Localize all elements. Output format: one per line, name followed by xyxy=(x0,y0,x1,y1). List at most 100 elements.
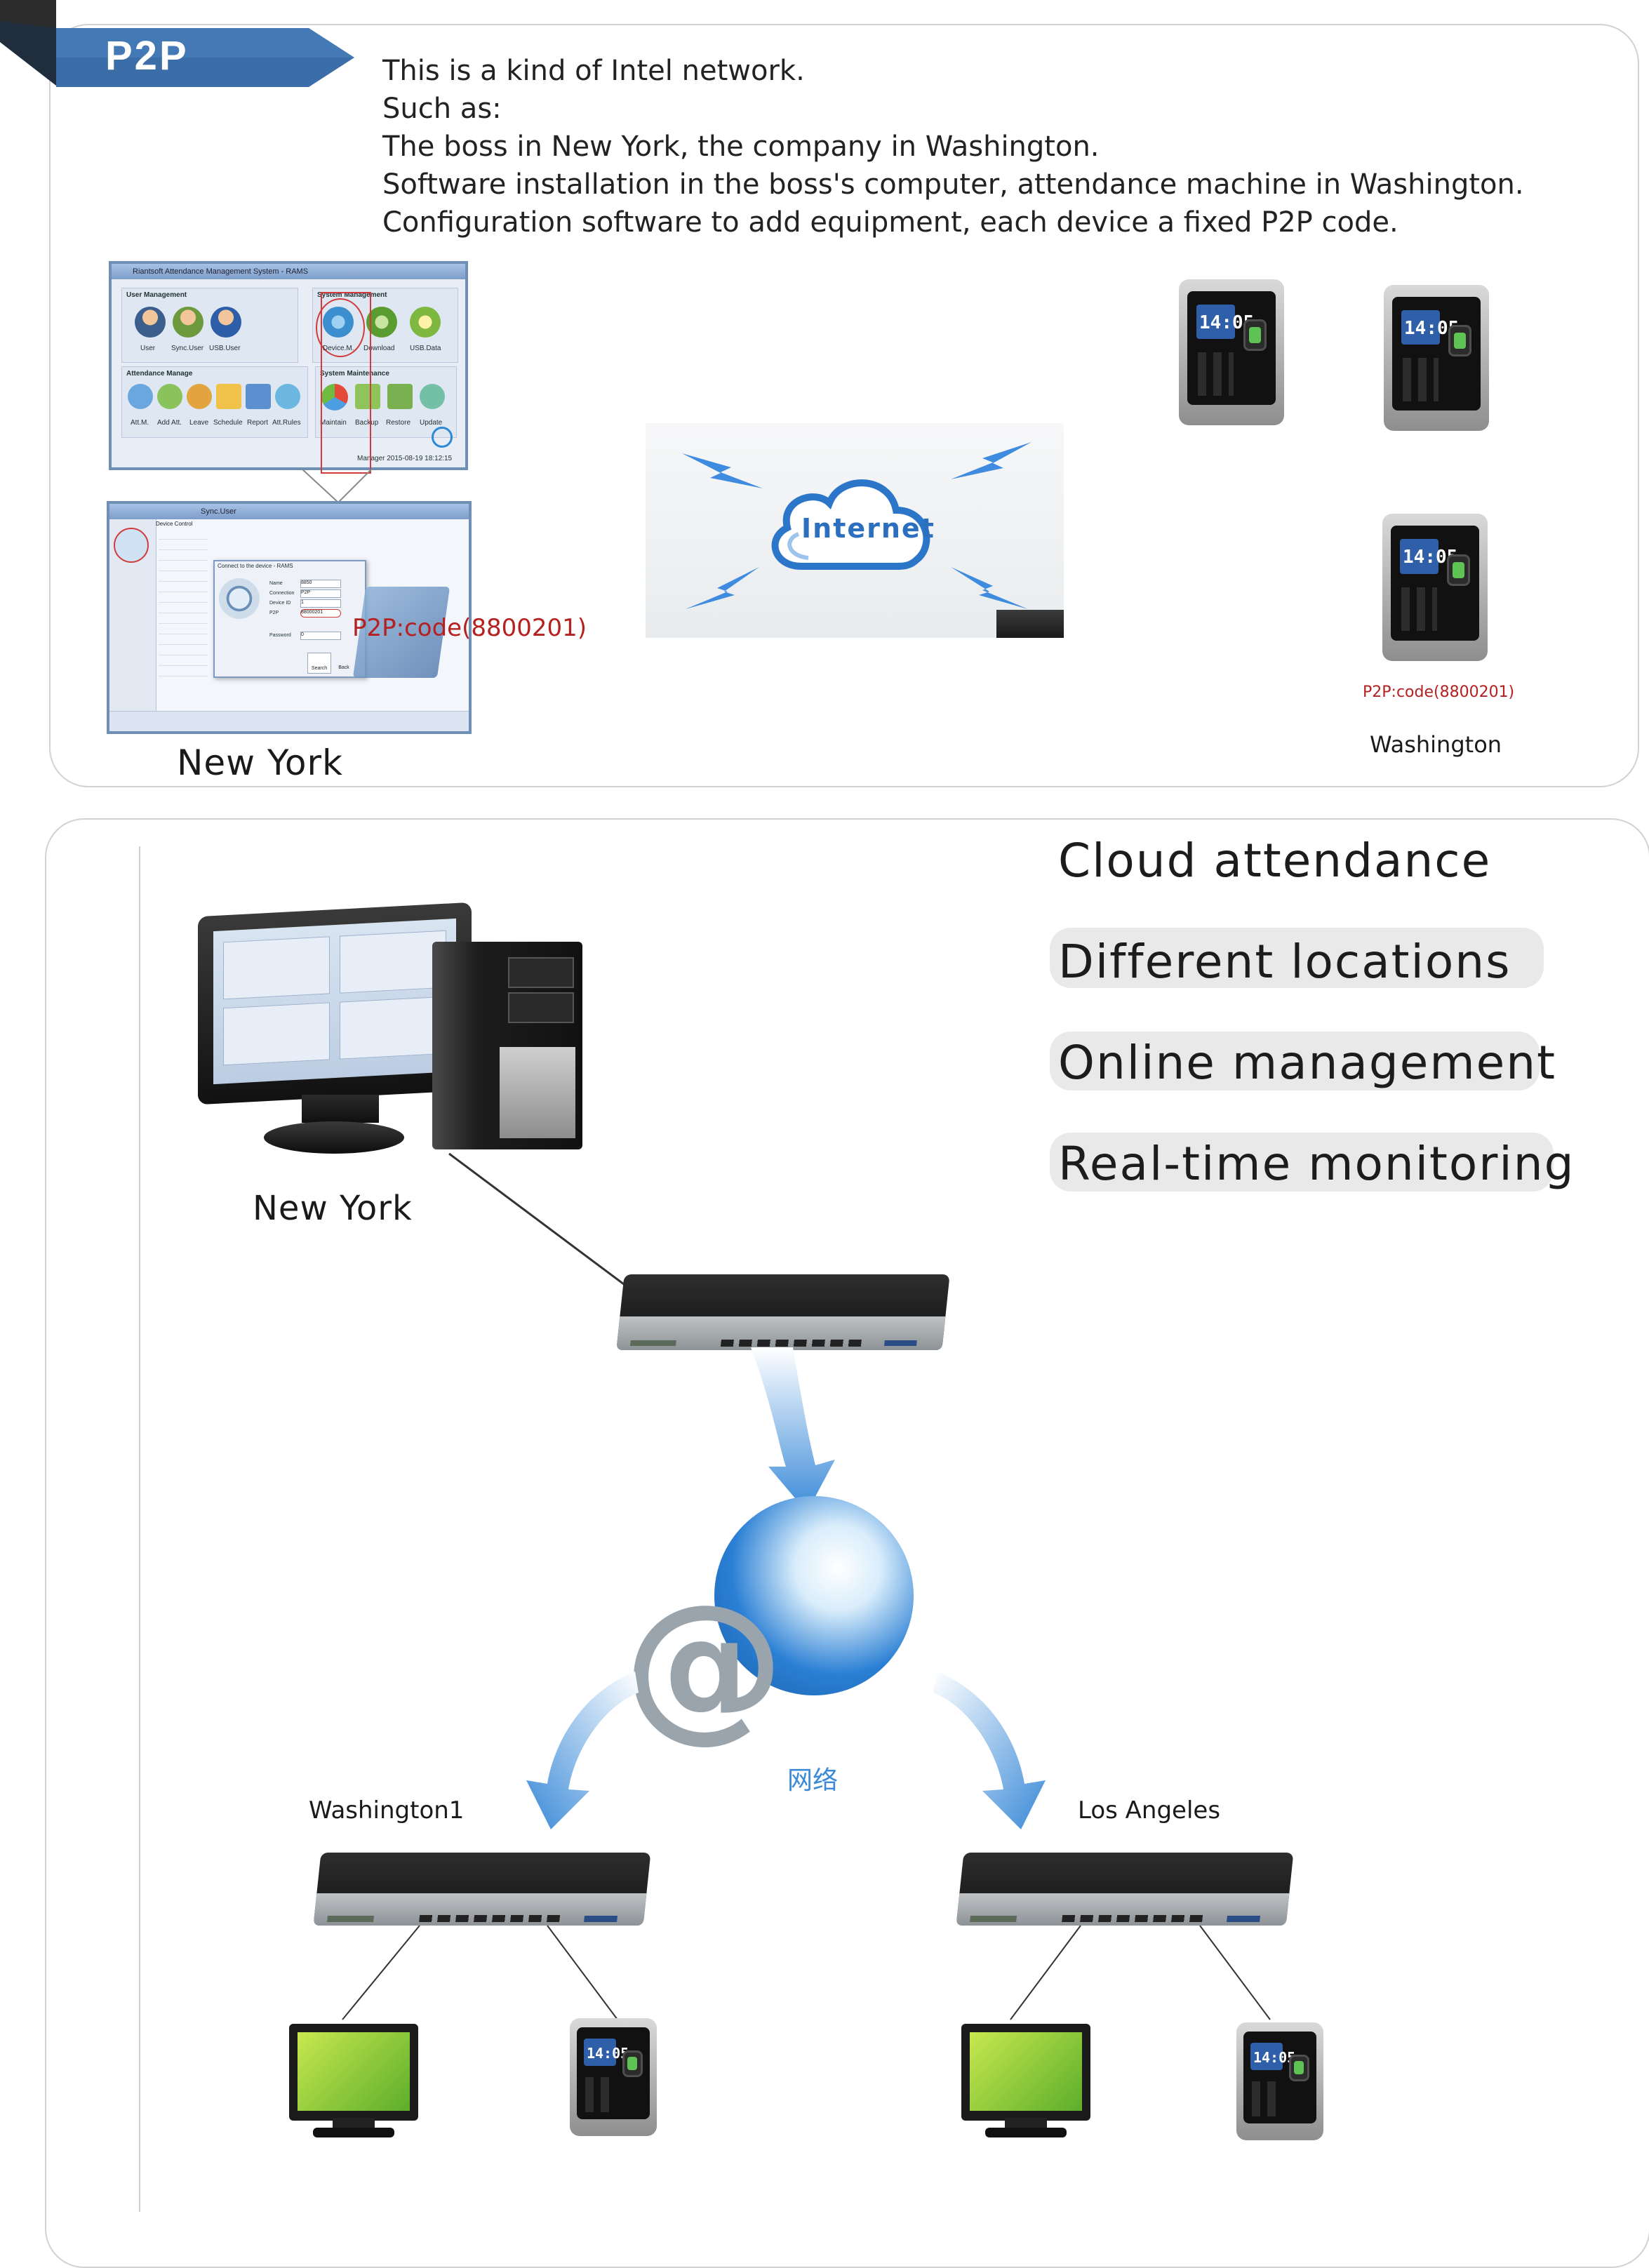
lightning-icon xyxy=(682,453,763,488)
lightning-icon xyxy=(686,567,759,609)
device-time: 14:05 xyxy=(1253,2048,1296,2066)
icon-label: Backup xyxy=(355,419,379,427)
central-router xyxy=(616,1274,950,1350)
password-field[interactable]: 0 xyxy=(300,632,341,640)
search-button[interactable]: Search xyxy=(307,653,331,674)
monitor-base xyxy=(313,2128,394,2137)
feature-different-locations: Different locations xyxy=(1058,935,1511,989)
globe-icon xyxy=(714,1496,914,1695)
arrow-right xyxy=(933,1672,1046,1829)
arrow-down xyxy=(751,1347,835,1512)
icon-label: Add Att. xyxy=(157,419,182,427)
monitor-stand xyxy=(1005,2118,1047,2129)
intro-line: Configuration software to add equipment,… xyxy=(382,206,1398,239)
p2p-field[interactable]: 88000201 xyxy=(300,609,341,618)
connection-field[interactable]: P2P xyxy=(300,589,341,598)
field-label: Connection xyxy=(269,591,295,596)
feature-online-management: Online management xyxy=(1058,1036,1556,1090)
icon-label: Sync.User xyxy=(171,345,204,352)
att-rules-icon[interactable] xyxy=(275,384,300,409)
maintain-icon[interactable] xyxy=(321,384,348,411)
sync-user-icon[interactable] xyxy=(173,307,203,338)
icon-label: Att.M. xyxy=(131,419,149,427)
washington-monitor xyxy=(289,2024,418,2121)
feature-pill xyxy=(1050,1133,1554,1192)
icon-label: Update xyxy=(420,419,443,427)
device-id-field[interactable]: 1 xyxy=(300,599,341,608)
icon-label: USB.Data xyxy=(410,345,441,352)
user-icon[interactable] xyxy=(135,307,166,338)
name-field[interactable]: 8850 xyxy=(300,580,341,588)
group-label: System Management xyxy=(317,291,387,299)
p2p-code-label-small: P2P:code(8800201) xyxy=(1363,683,1515,701)
maintenance-group: System Maintenance Maintain Backup Resto… xyxy=(315,366,457,438)
download-icon[interactable] xyxy=(366,307,397,338)
feature-realtime-monitoring: Real-time monitoring xyxy=(1058,1137,1575,1191)
device-manage-icon[interactable] xyxy=(323,307,354,338)
p2p-code-label-large: P2P:code(8800201) xyxy=(352,614,587,642)
intro-line: Such as: xyxy=(382,93,502,125)
at-sign-icon: @ xyxy=(623,1570,785,1758)
feature-pill xyxy=(1050,928,1544,988)
group-label: System Maintenance xyxy=(320,370,389,378)
intro-text: This is a kind of Intel network. Such as… xyxy=(382,52,1524,241)
schedule-icon[interactable] xyxy=(216,384,241,409)
feature-cloud-attendance: Cloud attendance xyxy=(1058,834,1492,888)
monitor-base xyxy=(985,2128,1067,2137)
update-icon[interactable] xyxy=(420,384,445,409)
arrow-left xyxy=(526,1672,639,1829)
cloud-icon xyxy=(771,479,930,570)
p2p-ribbon xyxy=(0,21,354,87)
internet-graphic: Internet xyxy=(646,423,1064,638)
leave-icon[interactable] xyxy=(187,384,212,409)
toolbar-item: Sync.User xyxy=(201,507,236,516)
status-strip xyxy=(109,711,469,731)
washington-router xyxy=(313,1853,651,1926)
attendance-device: 14:05 xyxy=(1179,279,1284,425)
attendance-device: 14:05 xyxy=(1236,2022,1323,2140)
intro-line: This is a kind of Intel network. xyxy=(382,55,805,87)
att-manage-icon[interactable] xyxy=(128,384,153,409)
icon-label: Leave xyxy=(189,419,209,427)
attendance-device: 14:05 xyxy=(1382,514,1488,661)
icon-label: Schedule xyxy=(213,419,243,427)
device-sidebar xyxy=(109,519,156,716)
la-monitor xyxy=(961,2024,1090,2121)
connect-dialog: Connect to the device - RAMS Name Connec… xyxy=(213,560,366,678)
usb-user-icon[interactable] xyxy=(211,307,241,338)
search-gear-icon xyxy=(219,578,260,619)
icon-label: USB.User xyxy=(209,345,241,352)
highlight-circle xyxy=(316,298,365,357)
system-group: System Management Device.M. Download USB… xyxy=(312,288,458,363)
monitor-stand xyxy=(302,1095,379,1123)
los-angeles-label: Los Angeles xyxy=(1078,1796,1221,1825)
icon-label: User xyxy=(140,345,156,352)
device-control-icon[interactable] xyxy=(114,528,149,563)
power-icon[interactable] xyxy=(432,427,453,448)
device-time: 14:05 xyxy=(586,2044,629,2062)
intro-line: Software installation in the boss's comp… xyxy=(382,168,1524,201)
lightning-icon xyxy=(951,567,1028,609)
field-label: Password xyxy=(269,633,291,638)
lightning-icon xyxy=(951,442,1032,479)
icon-label: Report xyxy=(247,419,269,427)
usb-data-icon[interactable] xyxy=(410,307,441,338)
intro-line: The boss in New York, the company in Was… xyxy=(382,131,1100,163)
field-label: Name xyxy=(269,581,283,586)
icon-label: Device.M. xyxy=(323,345,354,352)
new-york-label-bottom: New York xyxy=(253,1189,413,1228)
report-icon[interactable] xyxy=(246,384,271,409)
washington1-label: Washington1 xyxy=(309,1796,465,1825)
network-label: 网络 xyxy=(787,1766,839,1795)
status-bar: Manager 2015-08-19 18:12:15 xyxy=(357,455,453,462)
backup-icon[interactable] xyxy=(355,384,380,409)
group-label: Attendance Manage xyxy=(126,370,193,378)
add-att-icon[interactable] xyxy=(157,384,182,409)
restore-icon[interactable] xyxy=(387,384,413,409)
rams-main-window: Riantsoft Attendance Management System -… xyxy=(109,261,468,474)
window-titlebar: Sync.User xyxy=(109,504,469,519)
icon-label: Restore xyxy=(386,419,411,427)
attendance-device: 14:05 xyxy=(570,2018,657,2136)
new-york-label-top: New York xyxy=(177,742,343,783)
back-button[interactable]: Back xyxy=(333,653,355,672)
